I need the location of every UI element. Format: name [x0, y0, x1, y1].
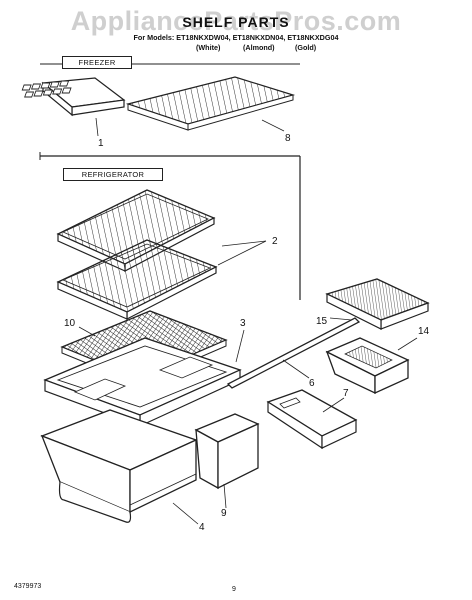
- document-number: 4379973: [14, 583, 42, 590]
- callout-4: 4: [199, 522, 205, 533]
- slide-bracket-part: [266, 389, 358, 450]
- callout-10: 10: [64, 318, 76, 329]
- freezer-section-label: FREEZER: [62, 56, 132, 69]
- ice-tray-part: [21, 77, 126, 137]
- callout-14: 14: [418, 326, 430, 337]
- callout-1: 1: [98, 138, 104, 149]
- model-list: For Models: ET18NKXDW04, ET18NKXDN04, ET…: [133, 33, 339, 42]
- rail-part: [226, 317, 361, 389]
- callout-2: 2: [272, 236, 278, 247]
- callout-6: 6: [309, 378, 315, 389]
- callout-15: 15: [316, 316, 328, 327]
- refrigerator-section-label: REFRIGERATOR: [63, 168, 163, 181]
- freezer-wire-shelf-part: [125, 76, 296, 132]
- callout-7: 7: [343, 388, 349, 399]
- crisper-drawer-small-part: [194, 413, 260, 509]
- page-title: SHELF PARTS: [182, 14, 290, 30]
- deli-drawer-part: [325, 337, 418, 395]
- refrigerator-shelf-lower-part: [56, 239, 218, 320]
- callout-9: 9: [221, 508, 227, 519]
- variant-gold: (Gold): [295, 43, 317, 52]
- variant-almond: (Almond): [243, 43, 275, 52]
- variant-white: (White): [196, 43, 221, 52]
- crisper-drawer-large-part: [40, 409, 199, 525]
- callout-8: 8: [285, 133, 291, 144]
- page-number: 9: [232, 586, 236, 593]
- deli-tray-part: [325, 278, 430, 330]
- callout-3: 3: [240, 318, 246, 329]
- watermark: AppliancePartsPros.com: [70, 6, 402, 36]
